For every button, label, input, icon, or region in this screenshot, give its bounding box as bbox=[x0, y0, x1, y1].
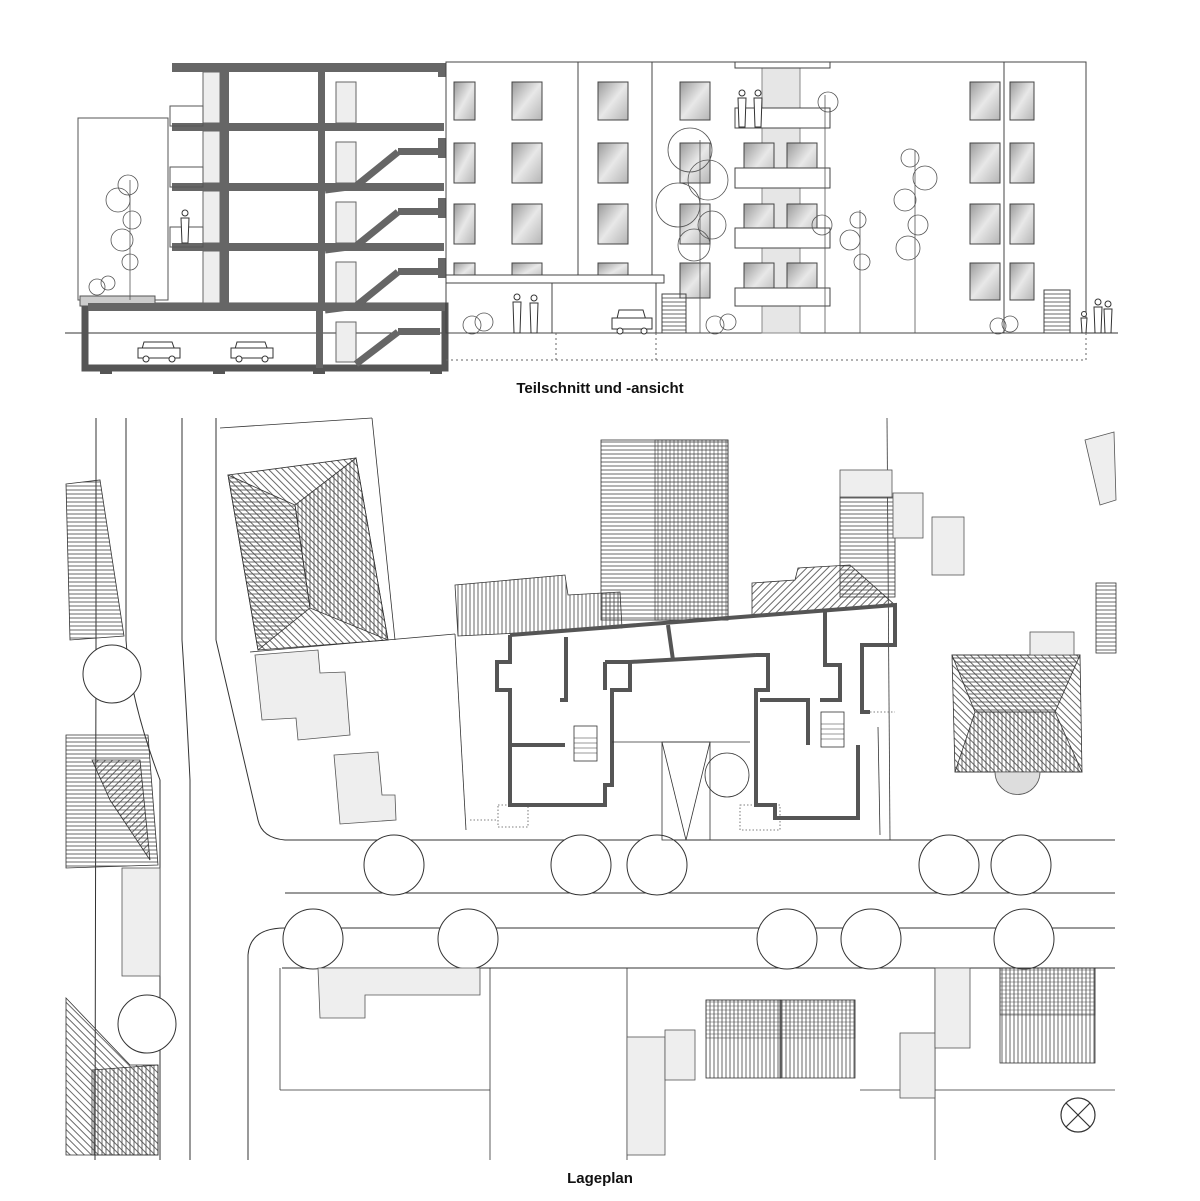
foundation-dashed-lines bbox=[446, 333, 1087, 361]
neighbour-roof bbox=[65, 479, 125, 641]
person-icon bbox=[737, 89, 763, 128]
street-trees bbox=[82, 644, 1055, 1054]
car-icon bbox=[611, 309, 653, 335]
car-icon bbox=[137, 341, 181, 363]
tree-icon bbox=[893, 148, 938, 333]
staircase-landings bbox=[398, 148, 440, 335]
tree-icon bbox=[655, 127, 729, 333]
section-walls bbox=[220, 63, 446, 368]
shrub-icon bbox=[462, 312, 1019, 335]
new-building-plan bbox=[495, 602, 897, 820]
section-caption: Teilschnitt und -ansicht bbox=[516, 380, 684, 397]
neighbour-roof bbox=[705, 582, 1117, 1079]
tree-icon bbox=[811, 91, 839, 333]
neighbour-roof bbox=[65, 734, 159, 869]
garage-wall-mid2 bbox=[313, 366, 325, 374]
garage-wall-mid1 bbox=[213, 366, 225, 374]
staircase bbox=[324, 149, 401, 367]
site-plan-drawing bbox=[65, 417, 1117, 1161]
shrub-icon bbox=[88, 275, 116, 296]
stair-core bbox=[573, 711, 845, 762]
carport-canopy bbox=[445, 274, 665, 333]
neighbour-building-left bbox=[77, 117, 169, 301]
site-plan-caption: Lageplan bbox=[567, 1170, 633, 1187]
north-arrow-icon bbox=[1060, 1097, 1096, 1133]
neighbour-roof bbox=[227, 457, 389, 651]
facade-divisions bbox=[577, 62, 1005, 333]
outbuildings bbox=[121, 431, 1117, 1156]
garage-wall-right bbox=[430, 366, 442, 374]
section-elevation-drawing bbox=[65, 61, 1118, 374]
garage-ramp bbox=[612, 741, 750, 841]
neighbour-roof bbox=[600, 439, 729, 621]
person-icon bbox=[180, 209, 190, 244]
section-windows bbox=[202, 71, 357, 363]
tower-roof bbox=[734, 61, 831, 69]
tree-icon bbox=[839, 210, 871, 333]
person-icon bbox=[512, 293, 539, 334]
neighbour-roof bbox=[65, 997, 159, 1156]
neighbour-roof bbox=[454, 574, 623, 637]
stair-treads bbox=[574, 723, 844, 754]
neighbour-roof bbox=[951, 654, 1083, 773]
section-floor-slabs bbox=[88, 63, 445, 311]
garage-wall-left bbox=[100, 366, 112, 374]
facade-windows bbox=[453, 81, 1035, 301]
tree-icon bbox=[105, 174, 142, 300]
entrance-paths bbox=[470, 711, 895, 831]
garage-door bbox=[661, 289, 1071, 334]
car-icon bbox=[230, 341, 274, 363]
neighbour-roof bbox=[751, 496, 896, 616]
